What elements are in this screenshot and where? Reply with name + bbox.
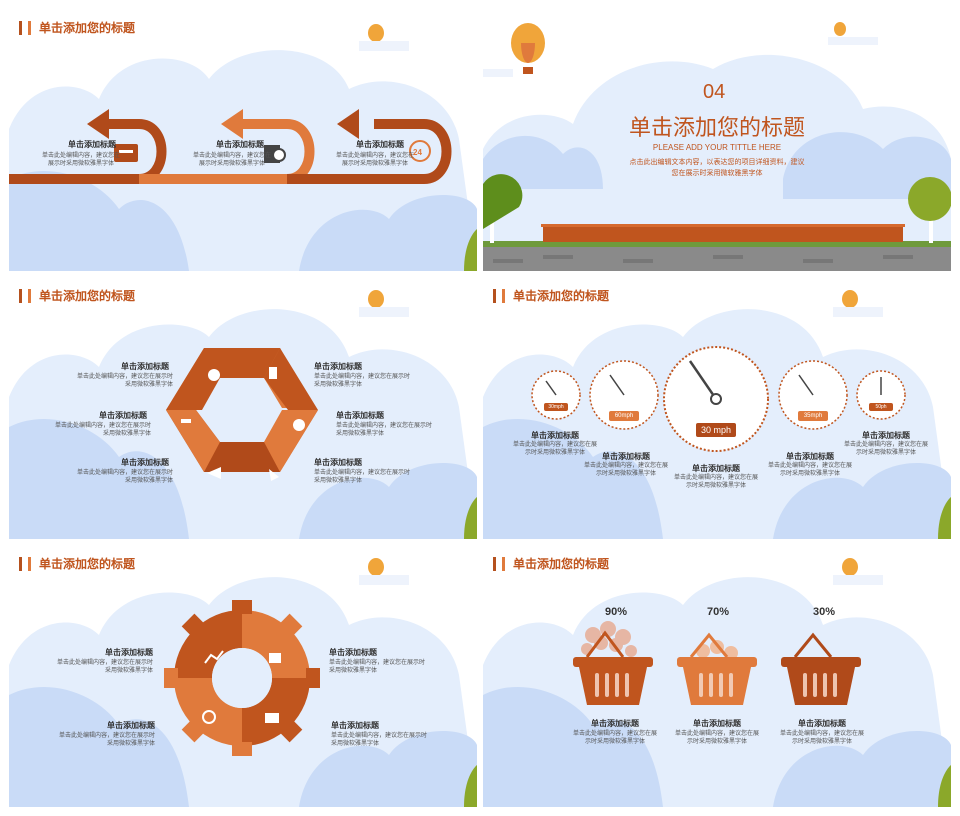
tree-icon — [908, 177, 951, 243]
item-title: 单击添加标题 — [329, 648, 377, 657]
slide-header: 单击添加您的标题 — [493, 555, 609, 572]
item-desc: 单击此处编辑内容，建议您在展示时采用微软雅黑字体 — [583, 463, 668, 477]
gauge-label: 60mph — [614, 413, 634, 419]
item-title: 单击添加标题 — [331, 721, 379, 730]
page-title: 单击添加您的标题 — [39, 557, 136, 571]
airplane-icon — [207, 467, 221, 479]
item-desc: 单击此处编辑内容，建议您在展示时采用微软雅黑字体 — [329, 660, 426, 674]
item-desc: 单击此处编辑内容，建议您在展示时采用微软雅黑字体 — [56, 660, 153, 674]
speedometer — [531, 346, 906, 452]
gauge-label: 30mph — [548, 404, 564, 410]
fence-icon — [541, 224, 905, 242]
slide-4[interactable]: 单击添加您的标题 30mph 60mph 30 mph 35mph 50ph 单… — [483, 277, 951, 539]
item-desc: 单击此处编辑内容，建议您在展示时采用微软雅黑字体 — [512, 442, 597, 456]
cloud-background — [483, 290, 951, 539]
item-title: 单击添加标题 — [216, 140, 264, 149]
cubes-icon — [269, 653, 281, 663]
item-desc: 单击此处编辑内容，建议您在展示时采用微软雅黑字体 — [779, 731, 864, 745]
balloon-icon — [511, 23, 545, 74]
section-number: 04 — [703, 81, 726, 103]
slide-1[interactable]: 24 单击添加您的标题 单击添加标题 单击此处编辑内容，建议您在展示时采用微软雅… — [9, 9, 477, 271]
item-title: 单击添加标题 — [786, 452, 834, 461]
percent-label: 90% — [605, 606, 628, 618]
cycle-icon — [202, 710, 216, 724]
item-title: 单击添加标题 — [121, 458, 169, 467]
slide-2[interactable]: 04 单击添加您的标题 PLEASE ADD YOUR TITTLE HERE … — [483, 9, 951, 271]
pin-icon — [269, 469, 279, 481]
slide-5[interactable]: 单击添加您的标题 单击添加标题 单击此处编辑内容，建议您在展示时采用微软雅黑字体… — [9, 545, 477, 807]
tree-icon — [483, 174, 523, 243]
item-desc: 单击此处编辑内容，建议您在展示时采用微软雅黑字体 — [674, 731, 759, 745]
item-title: 单击添加标题 — [107, 721, 155, 730]
item-desc: 单击此处编辑内容，建议您在展示时采用微软雅黑字体 — [76, 374, 173, 388]
percent-label: 70% — [707, 606, 730, 618]
item-title: 单击添加标题 — [336, 411, 384, 420]
item-desc: 单击此处编辑内容，建议您在展示时采用微软雅黑字体 — [192, 153, 271, 167]
svg-text:24: 24 — [413, 148, 422, 157]
item-title: 单击添加标题 — [693, 719, 741, 728]
section-subtitle: PLEASE ADD YOUR TITTLE HERE — [652, 143, 782, 152]
item-title: 单击添加标题 — [862, 431, 910, 440]
item-title: 单击添加标题 — [121, 362, 169, 371]
item-desc: 单击此处编辑内容，建议您在展示时采用微软雅黑字体 — [335, 153, 414, 167]
gauge-label: 35mph — [803, 413, 823, 419]
slide-3[interactable]: 单击添加您的标题 单击添加标题 单击此处编辑内容，建议您在展示时采用微软雅黑字体… — [9, 277, 477, 539]
page-title: 单击添加您的标题 — [513, 557, 610, 571]
item-title: 单击添加标题 — [68, 140, 116, 149]
gear-diagram — [164, 600, 320, 756]
item-desc: 单击此处编辑内容，建议您在展示时采用微软雅黑字体 — [76, 470, 173, 484]
24h-icon: 24 — [409, 140, 431, 162]
item-title: 单击添加标题 — [602, 452, 650, 461]
cloud-background — [483, 558, 951, 807]
item-title: 单击添加标题 — [105, 648, 153, 657]
item-desc: 单击此处编辑内容，建议您在展示时采用微软雅黑字体 — [314, 470, 411, 484]
slide-header: 单击添加您的标题 — [19, 287, 135, 304]
slide-header: 单击添加您的标题 — [19, 555, 135, 572]
section-description: 点击此出编辑文本内容，以表达您的项目详细资料，建议您在展示时采用微软雅黑字体 — [629, 159, 805, 177]
first-aid-kit-icon — [114, 144, 138, 162]
item-desc: 单击此处编辑内容，建议您在展示时采用微软雅黑字体 — [843, 442, 928, 456]
slide-header: 单击添加您的标题 — [19, 19, 135, 36]
item-title: 单击添加标题 — [356, 140, 404, 149]
page-title: 单击添加您的标题 — [39, 21, 136, 35]
bar-growth-icon — [265, 713, 279, 723]
gears-icon — [208, 369, 220, 381]
item-title: 单击添加标题 — [798, 719, 846, 728]
item-title: 单击添加标题 — [692, 464, 740, 473]
item-desc: 单击此处编辑内容，建议您在展示时采用微软雅黑字体 — [331, 733, 428, 747]
item-desc: 单击此处编辑内容，建议您在展示时采用微软雅黑字体 — [58, 733, 155, 747]
item-title: 单击添加标题 — [99, 411, 147, 420]
percent-label: 30% — [813, 606, 836, 618]
slide-header: 单击添加您的标题 — [493, 287, 609, 304]
item-title: 单击添加标题 — [314, 458, 362, 467]
item-desc: 单击此处编辑内容，建议您在展示时采用微软雅黑字体 — [41, 153, 120, 167]
item-desc: 单击此处编辑内容，建议您在展示时采用微软雅黑字体 — [673, 475, 758, 489]
gauge-label: 50ph — [875, 404, 887, 410]
item-desc: 单击此处编辑内容，建议您在展示时采用微软雅黑字体 — [572, 731, 657, 745]
item-desc: 单击此处编辑内容，建议您在展示时采用微软雅黑字体 — [314, 374, 411, 388]
item-desc: 单击此处编辑内容，建议您在展示时采用微软雅黑字体 — [336, 423, 433, 437]
cloud-background — [9, 290, 477, 539]
gauge-label: 30 mph — [700, 425, 732, 435]
item-desc: 单击此处编辑内容，建议您在展示时采用微软雅黑字体 — [54, 423, 151, 437]
cloud-background — [9, 558, 477, 807]
page-title: 单击添加您的标题 — [513, 289, 610, 303]
section-title: 单击添加您的标题 — [628, 115, 805, 140]
chart-icon — [204, 650, 224, 664]
slide-6[interactable]: 单击添加您的标题 90% 70% 30% 单击添加标题 单击此处编辑内容，建议您… — [483, 545, 951, 807]
magnifier-icon — [264, 145, 286, 163]
cloud-background — [483, 22, 951, 271]
cloud-background: 24 — [9, 24, 477, 271]
item-title: 单击添加标题 — [591, 719, 639, 728]
key-icon — [181, 419, 191, 423]
item-desc: 单击此处编辑内容，建议您在展示时采用微软雅黑字体 — [767, 463, 852, 477]
item-title: 单击添加标题 — [314, 362, 362, 371]
page-title: 单击添加您的标题 — [39, 289, 136, 303]
item-title: 单击添加标题 — [531, 431, 579, 440]
hourglass-icon — [269, 367, 277, 379]
warning-icon — [293, 419, 305, 431]
